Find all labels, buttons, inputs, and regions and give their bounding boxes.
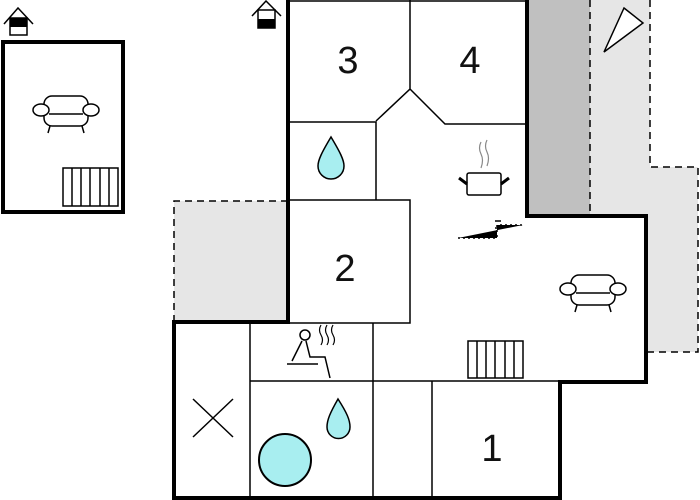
radiator-icon <box>62 167 119 207</box>
terrace-right <box>529 0 699 353</box>
room-label: 3 <box>337 40 358 82</box>
room-label: 4 <box>459 40 480 82</box>
water-drop-icon <box>317 135 345 180</box>
water-drop-icon <box>326 397 351 440</box>
cross-icon <box>192 398 234 438</box>
radiator-icon <box>467 340 524 379</box>
compass-icon <box>603 6 645 53</box>
stairs-icon <box>458 220 523 239</box>
house-icon <box>3 6 34 36</box>
house-icon <box>251 0 282 29</box>
sofa-icon <box>559 274 627 313</box>
terrace-left <box>173 200 288 322</box>
pool-icon <box>258 433 312 487</box>
interior-walls <box>249 0 560 498</box>
sauna-icon <box>287 324 336 379</box>
room-label: 1 <box>481 428 502 470</box>
annex-building <box>1 40 125 214</box>
cooking-pot-icon <box>458 139 510 196</box>
room-label: 2 <box>334 248 355 290</box>
sofa-icon <box>32 95 100 134</box>
exterior-walls <box>172 0 648 500</box>
